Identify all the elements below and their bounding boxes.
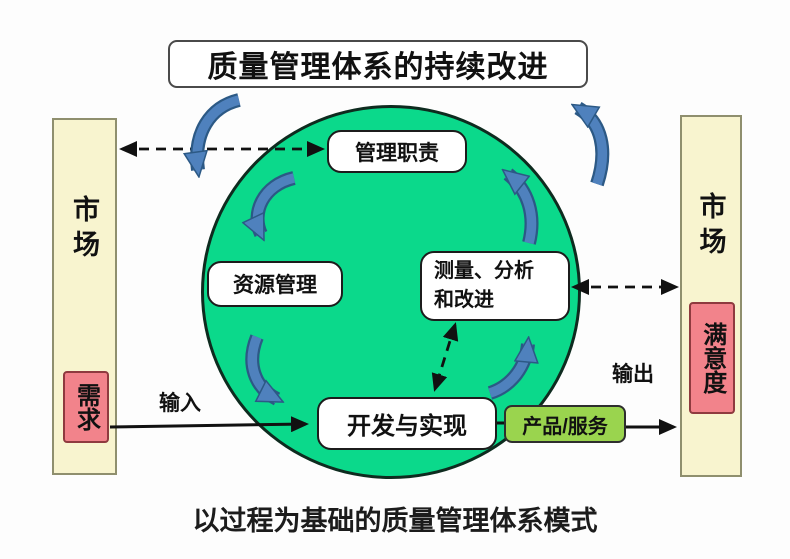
left-market-panel: 市场 需求 bbox=[52, 118, 117, 475]
right-market-label: 市场 bbox=[682, 192, 740, 262]
blue-cycle-arrow-outer-left bbox=[197, 93, 242, 170]
satisfaction-tag: 满意度 bbox=[689, 302, 735, 414]
demand-tag-text: 需求 bbox=[72, 383, 100, 431]
diagram-title: 质量管理体系的持续改进 bbox=[168, 40, 588, 88]
diagram-caption: 以过程为基础的质量管理体系模式 bbox=[192, 506, 598, 536]
node-management-responsibility: 管理职责 bbox=[327, 130, 467, 173]
node-resource-text: 资源管理 bbox=[233, 274, 317, 297]
diagram-title-text: 质量管理体系的持续改进 bbox=[207, 51, 549, 84]
node-realization-text: 开发与实现 bbox=[347, 413, 467, 440]
node-resource-management: 资源管理 bbox=[207, 261, 343, 307]
node-measurement-analysis-improvement: 测量、分析 和改进 bbox=[420, 251, 570, 321]
output-label: 输出 bbox=[612, 363, 654, 386]
product-service-text: 产品/服务 bbox=[522, 415, 608, 438]
left-market-label-text: 市场 bbox=[69, 195, 99, 265]
demand-tag: 需求 bbox=[63, 371, 109, 443]
blue-cycle-arrow-outer-right bbox=[578, 101, 610, 187]
right-market-label-text: 市场 bbox=[695, 192, 726, 262]
node-measurement-line1: 测量、分析 bbox=[434, 260, 534, 282]
node-development-realization: 开发与实现 bbox=[317, 397, 497, 450]
right-market-panel: 市场 满意度 bbox=[680, 115, 742, 477]
node-management-text: 管理职责 bbox=[355, 141, 439, 165]
node-measurement-line2: 和改进 bbox=[434, 289, 494, 311]
left-market-label: 市场 bbox=[54, 195, 115, 265]
input-label: 输入 bbox=[159, 392, 201, 415]
product-service-tag: 产品/服务 bbox=[504, 405, 626, 443]
satisfaction-tag-text: 满意度 bbox=[698, 322, 726, 394]
